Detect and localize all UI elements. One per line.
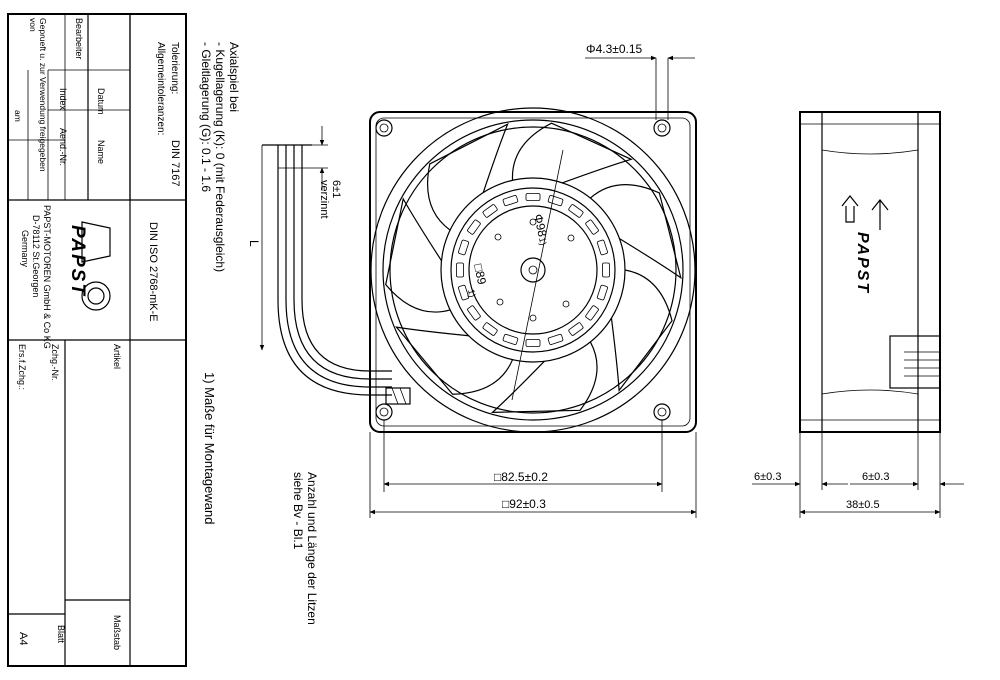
hub-slot [547, 333, 564, 345]
fan-blade [426, 122, 509, 231]
fan-blade [394, 326, 514, 395]
hub-slot [525, 339, 541, 347]
bottom-dimensions: □82.5±0.2 □92±0.3 [369, 420, 697, 518]
axial-title: Axialspiel bei [227, 42, 241, 112]
projection-symbol-icon [81, 221, 111, 311]
wire-note-2: siehe Bv - Bl.1 [291, 472, 305, 550]
fan-blade [610, 269, 673, 393]
hub-slot [502, 333, 519, 345]
hub-slot [482, 322, 498, 336]
hub-slot [585, 219, 599, 235]
sleeve-bearing-note: - Gleitlagerung (G): 0.1 - 1.6 [199, 42, 213, 192]
square-small-ref: 1) [466, 288, 477, 298]
hole-dimension: Φ4.3±0.15 [585, 42, 695, 120]
hub-slot [596, 239, 608, 256]
datum-label: Datum [96, 88, 106, 115]
hub-slot [525, 193, 541, 201]
geprueft-label: Geprueft u. zur Verwendung freigegeben [38, 18, 48, 172]
tolerance-label: Tolerierung: [169, 42, 180, 94]
flange-left-label: 6±0.3 [754, 471, 781, 483]
am-label: am [13, 110, 23, 122]
hub-slot [482, 204, 498, 218]
length-label: L [247, 240, 261, 247]
fan-blade [490, 341, 598, 414]
lead-wires: L 6±1 verzinnt [247, 126, 392, 396]
diameter-footnote: 1) [537, 236, 548, 246]
artikel-label: Artikel [112, 344, 122, 369]
format-label: A4 [17, 632, 29, 645]
hub-slots [456, 193, 610, 347]
general-tolerances-label: Allgemeintoleranzen: [155, 42, 166, 135]
name-label: Name [96, 140, 106, 164]
wire-note-1: Anzahl und Länge der Litzen [305, 472, 319, 625]
diameter-label: Φ98 [531, 213, 550, 239]
title-block: Tolerierung: Allgemeintoleranzen: DIN 71… [7, 13, 187, 667]
side-view: PAPST 6±0.3 6±0.3 38±0.5 [752, 111, 964, 518]
hub-slot [467, 305, 481, 321]
hub-slot [458, 239, 470, 256]
strip-label: 6±1 [330, 180, 342, 198]
airflow-arrow-icon [841, 195, 889, 230]
hub-slot [458, 284, 470, 301]
company-country: Germany [20, 230, 30, 268]
ball-bearing-note: - Kugellagerung (K): 0 (mit Federausglei… [213, 42, 227, 272]
fan-blade [511, 122, 633, 184]
front-view: Φ98 1) □89 1) [369, 107, 697, 433]
frame-label: □92±0.3 [502, 497, 546, 511]
fan-blade [385, 197, 451, 313]
din-7167: DIN 7167 [169, 140, 181, 186]
hub-slot [547, 195, 564, 207]
hub-slot [602, 262, 610, 278]
massstab-label: Maßstab [112, 615, 122, 650]
hub-slot [568, 322, 584, 336]
bearbeiter-label: Bearbeiter [74, 18, 84, 60]
ers-f-zchg-label: Ers.f.Zchg.: [17, 344, 27, 390]
flange-right-label: 6±0.3 [862, 471, 889, 483]
von-label: von [28, 18, 38, 32]
zchg-nr-label: Zchg.-Nr. [50, 344, 60, 381]
hub-slot [467, 219, 481, 235]
depth-label: 38±0.5 [846, 499, 880, 511]
hub-slot [456, 262, 464, 278]
notes: Axialspiel bei - Kugellagerung (K): 0 (m… [199, 42, 319, 625]
company-address: D-78112 St.Georgen [31, 215, 41, 297]
hub-slot [502, 195, 519, 207]
pitch-label: □82.5±0.2 [494, 470, 548, 484]
footnote: 1) Maße für Montagewand [202, 372, 217, 524]
aend-nr-label: Aend.-Nr. [58, 128, 68, 166]
square-small-label: □89 [471, 263, 489, 286]
papst-logo: PAPST [67, 225, 88, 297]
fan-blade [589, 184, 682, 280]
tinned-label: verzinnt [318, 180, 330, 219]
hole-label: Φ4.3±0.15 [586, 42, 643, 56]
hub-slot [596, 284, 608, 301]
hub-slot [585, 305, 599, 321]
fan-blades [385, 122, 682, 414]
blatt-label: Blatt [56, 625, 66, 644]
company-name: PAPST-MOTOREN GmbH & Co KG [42, 205, 52, 349]
index-label: Index [58, 88, 68, 111]
din-iso: DIN ISO 2768-mK-E [147, 222, 159, 322]
side-view-logo: PAPST [854, 232, 871, 294]
hub-slot [568, 204, 584, 218]
